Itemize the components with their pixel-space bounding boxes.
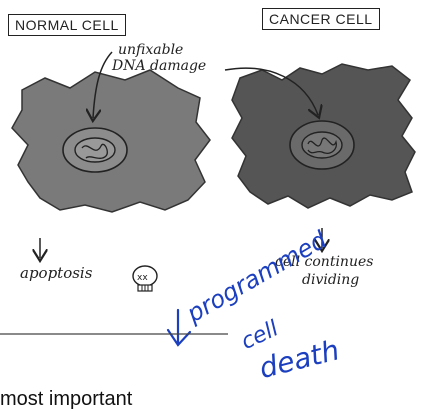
damage-annotation-line1: unfixable (118, 42, 183, 58)
skull-icon: xx (133, 266, 157, 291)
cancer-outcome-line2: dividing (302, 272, 359, 288)
cancer-cell-label: CANCER CELL (262, 8, 380, 30)
normal-cell-label: NORMAL CELL (8, 14, 126, 36)
bottom-text: most important (0, 388, 132, 411)
normal-outcome-label: apoptosis (20, 264, 92, 282)
svg-text:xx: xx (137, 273, 148, 283)
damage-annotation-line2: DNA damage (112, 58, 206, 74)
blue-arrow (168, 310, 190, 345)
